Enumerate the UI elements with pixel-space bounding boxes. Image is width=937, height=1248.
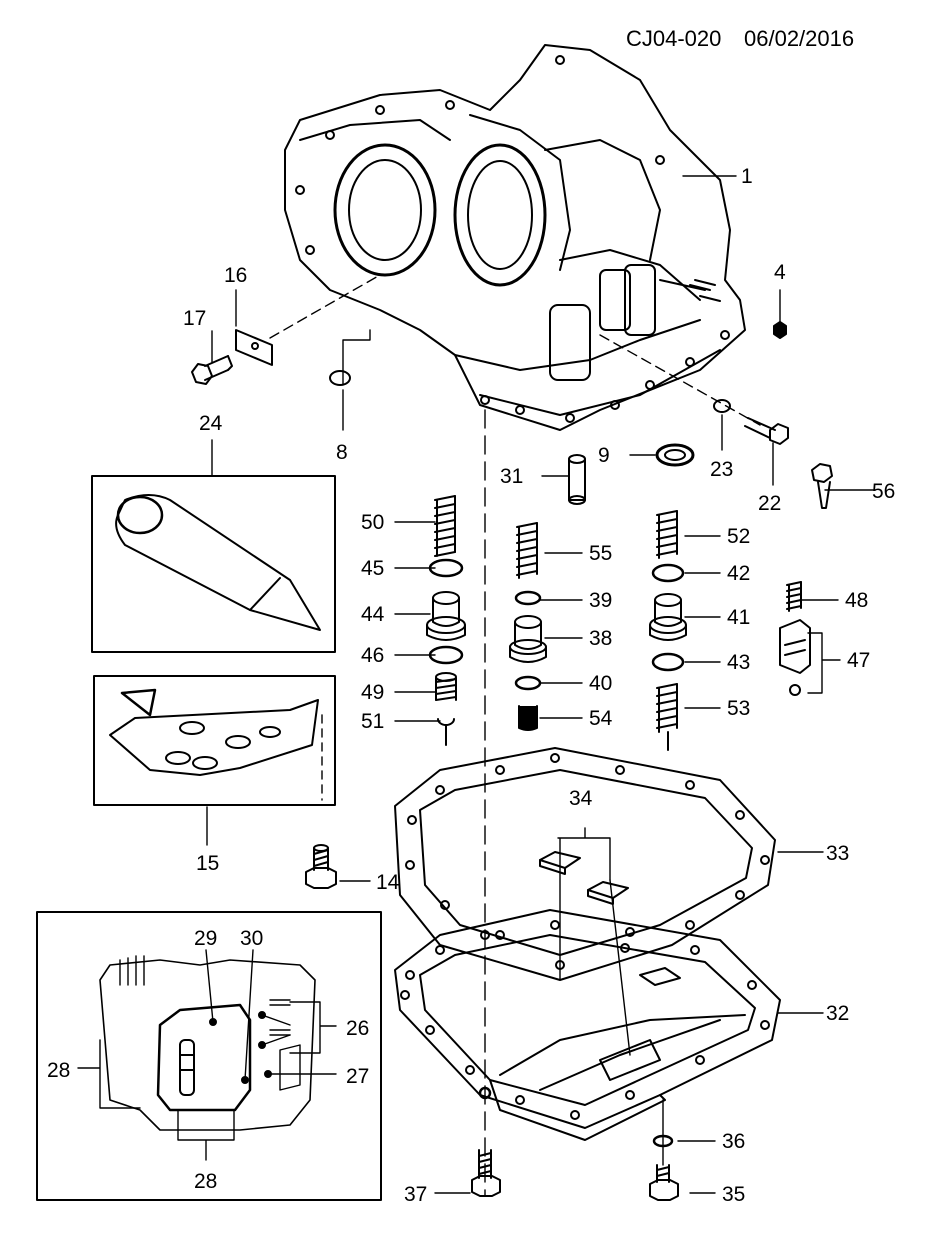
callout-30: 30 [240, 927, 264, 950]
callout-52: 52 [727, 525, 751, 548]
valve-stack-left [426, 495, 466, 746]
part-17-bolt [191, 355, 233, 385]
callout-51: 51 [361, 710, 385, 733]
callout-44: 44 [361, 603, 385, 626]
part-16-plate [235, 329, 273, 366]
callout-54: 54 [589, 707, 613, 730]
part-15-plate [93, 675, 336, 806]
callout-17: 17 [183, 307, 207, 330]
part-47-valve [779, 619, 811, 696]
part-4-nut [773, 321, 787, 339]
callout-53: 53 [727, 697, 751, 720]
callout-49: 49 [361, 681, 385, 704]
part-9-seal [655, 443, 695, 467]
part-31-pin [568, 454, 586, 505]
callout-14: 14 [376, 871, 400, 894]
part-14-bolt [305, 844, 337, 889]
callout-23: 23 [710, 458, 734, 481]
callout-29: 29 [194, 927, 218, 950]
callout-46: 46 [361, 644, 385, 667]
callout-26: 26 [346, 1017, 370, 1040]
part-56-clip [811, 463, 833, 509]
part-24-sealant [91, 475, 336, 653]
callout-36: 36 [722, 1130, 746, 1153]
callout-50: 50 [361, 511, 385, 534]
transaxle-case [284, 44, 746, 431]
callout-41: 41 [727, 606, 751, 629]
callout-42: 42 [727, 562, 751, 585]
callout-28-left: 28 [47, 1059, 71, 1082]
part-32-oil-pan [394, 909, 781, 1141]
callout-24: 24 [199, 412, 223, 435]
callout-48: 48 [845, 589, 869, 612]
part-8-ring [329, 370, 351, 386]
callout-9: 9 [598, 444, 610, 467]
callout-40: 40 [589, 672, 613, 695]
part-36-gasket [652, 1134, 674, 1148]
callout-16: 16 [224, 264, 248, 287]
callout-32: 32 [826, 1002, 850, 1025]
callout-27: 27 [346, 1065, 370, 1088]
callout-1: 1 [741, 165, 753, 188]
callout-37: 37 [404, 1183, 428, 1206]
callout-15: 15 [196, 852, 220, 875]
callout-28-bottom: 28 [194, 1170, 218, 1193]
callout-31: 31 [500, 465, 524, 488]
part-34-magnets [539, 851, 629, 905]
drawing-id: CJ04-020 [626, 26, 722, 51]
callout-22: 22 [758, 492, 782, 515]
callout-38: 38 [589, 627, 613, 650]
part-35-bolt [649, 1164, 679, 1201]
part-22-bolt [744, 417, 789, 445]
valve-stack-right [649, 510, 687, 751]
drawing-date: 06/02/2016 [744, 26, 855, 51]
callout-45: 45 [361, 557, 385, 580]
callout-43: 43 [727, 651, 751, 674]
callout-39: 39 [589, 589, 613, 612]
inset-valve-body-detail [36, 911, 382, 1201]
callout-8: 8 [336, 441, 348, 464]
callout-4: 4 [774, 261, 786, 284]
callout-34: 34 [569, 787, 593, 810]
callout-35: 35 [722, 1183, 746, 1206]
valve-stack-middle [509, 522, 547, 731]
callout-55: 55 [589, 542, 613, 565]
callout-56: 56 [872, 480, 896, 503]
part-33-gasket [394, 747, 776, 981]
part-37-drain-bolt [471, 1149, 501, 1197]
callout-33: 33 [826, 842, 850, 865]
callout-47: 47 [847, 649, 871, 672]
part-48-spring [786, 581, 802, 612]
leader-lines [206, 175, 876, 1196]
part-23-ring [713, 399, 731, 413]
